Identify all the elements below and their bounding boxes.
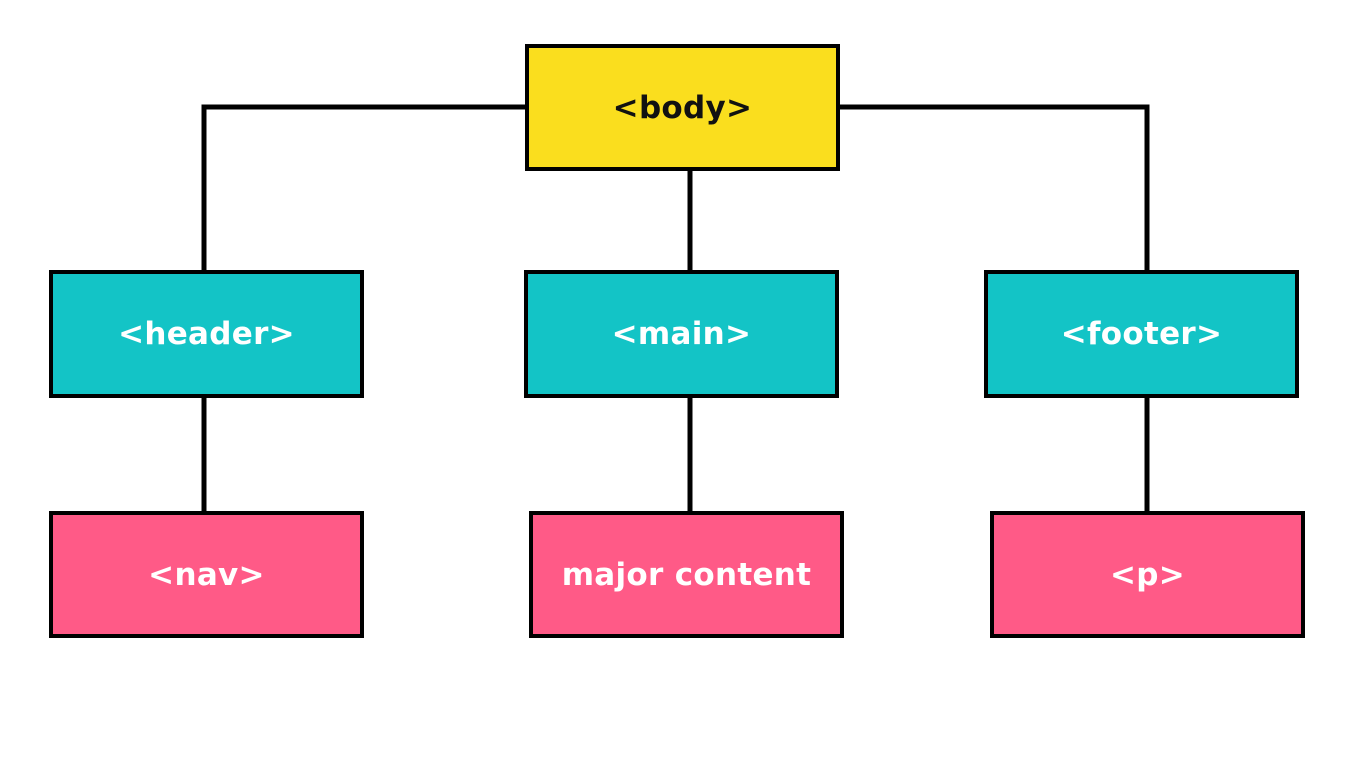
header-node-label: <header> [118, 316, 295, 352]
body-node-label: <body> [612, 89, 753, 126]
main-node-label: <main> [611, 316, 752, 352]
major-content-node: major content [529, 511, 844, 638]
connector-body-footer [838, 104, 1150, 272]
nav-node-label: <nav> [148, 556, 265, 593]
p-node: <p> [990, 511, 1305, 638]
major-content-node-label: major content [561, 556, 812, 593]
body-node: <body> [525, 44, 840, 171]
footer-node-label: <footer> [1060, 316, 1223, 352]
nav-node: <nav> [49, 511, 364, 638]
main-node: <main> [524, 270, 839, 398]
header-node: <header> [49, 270, 364, 398]
footer-node: <footer> [984, 270, 1299, 398]
p-node-label: <p> [1109, 556, 1186, 593]
connector-body-header [201, 104, 527, 272]
